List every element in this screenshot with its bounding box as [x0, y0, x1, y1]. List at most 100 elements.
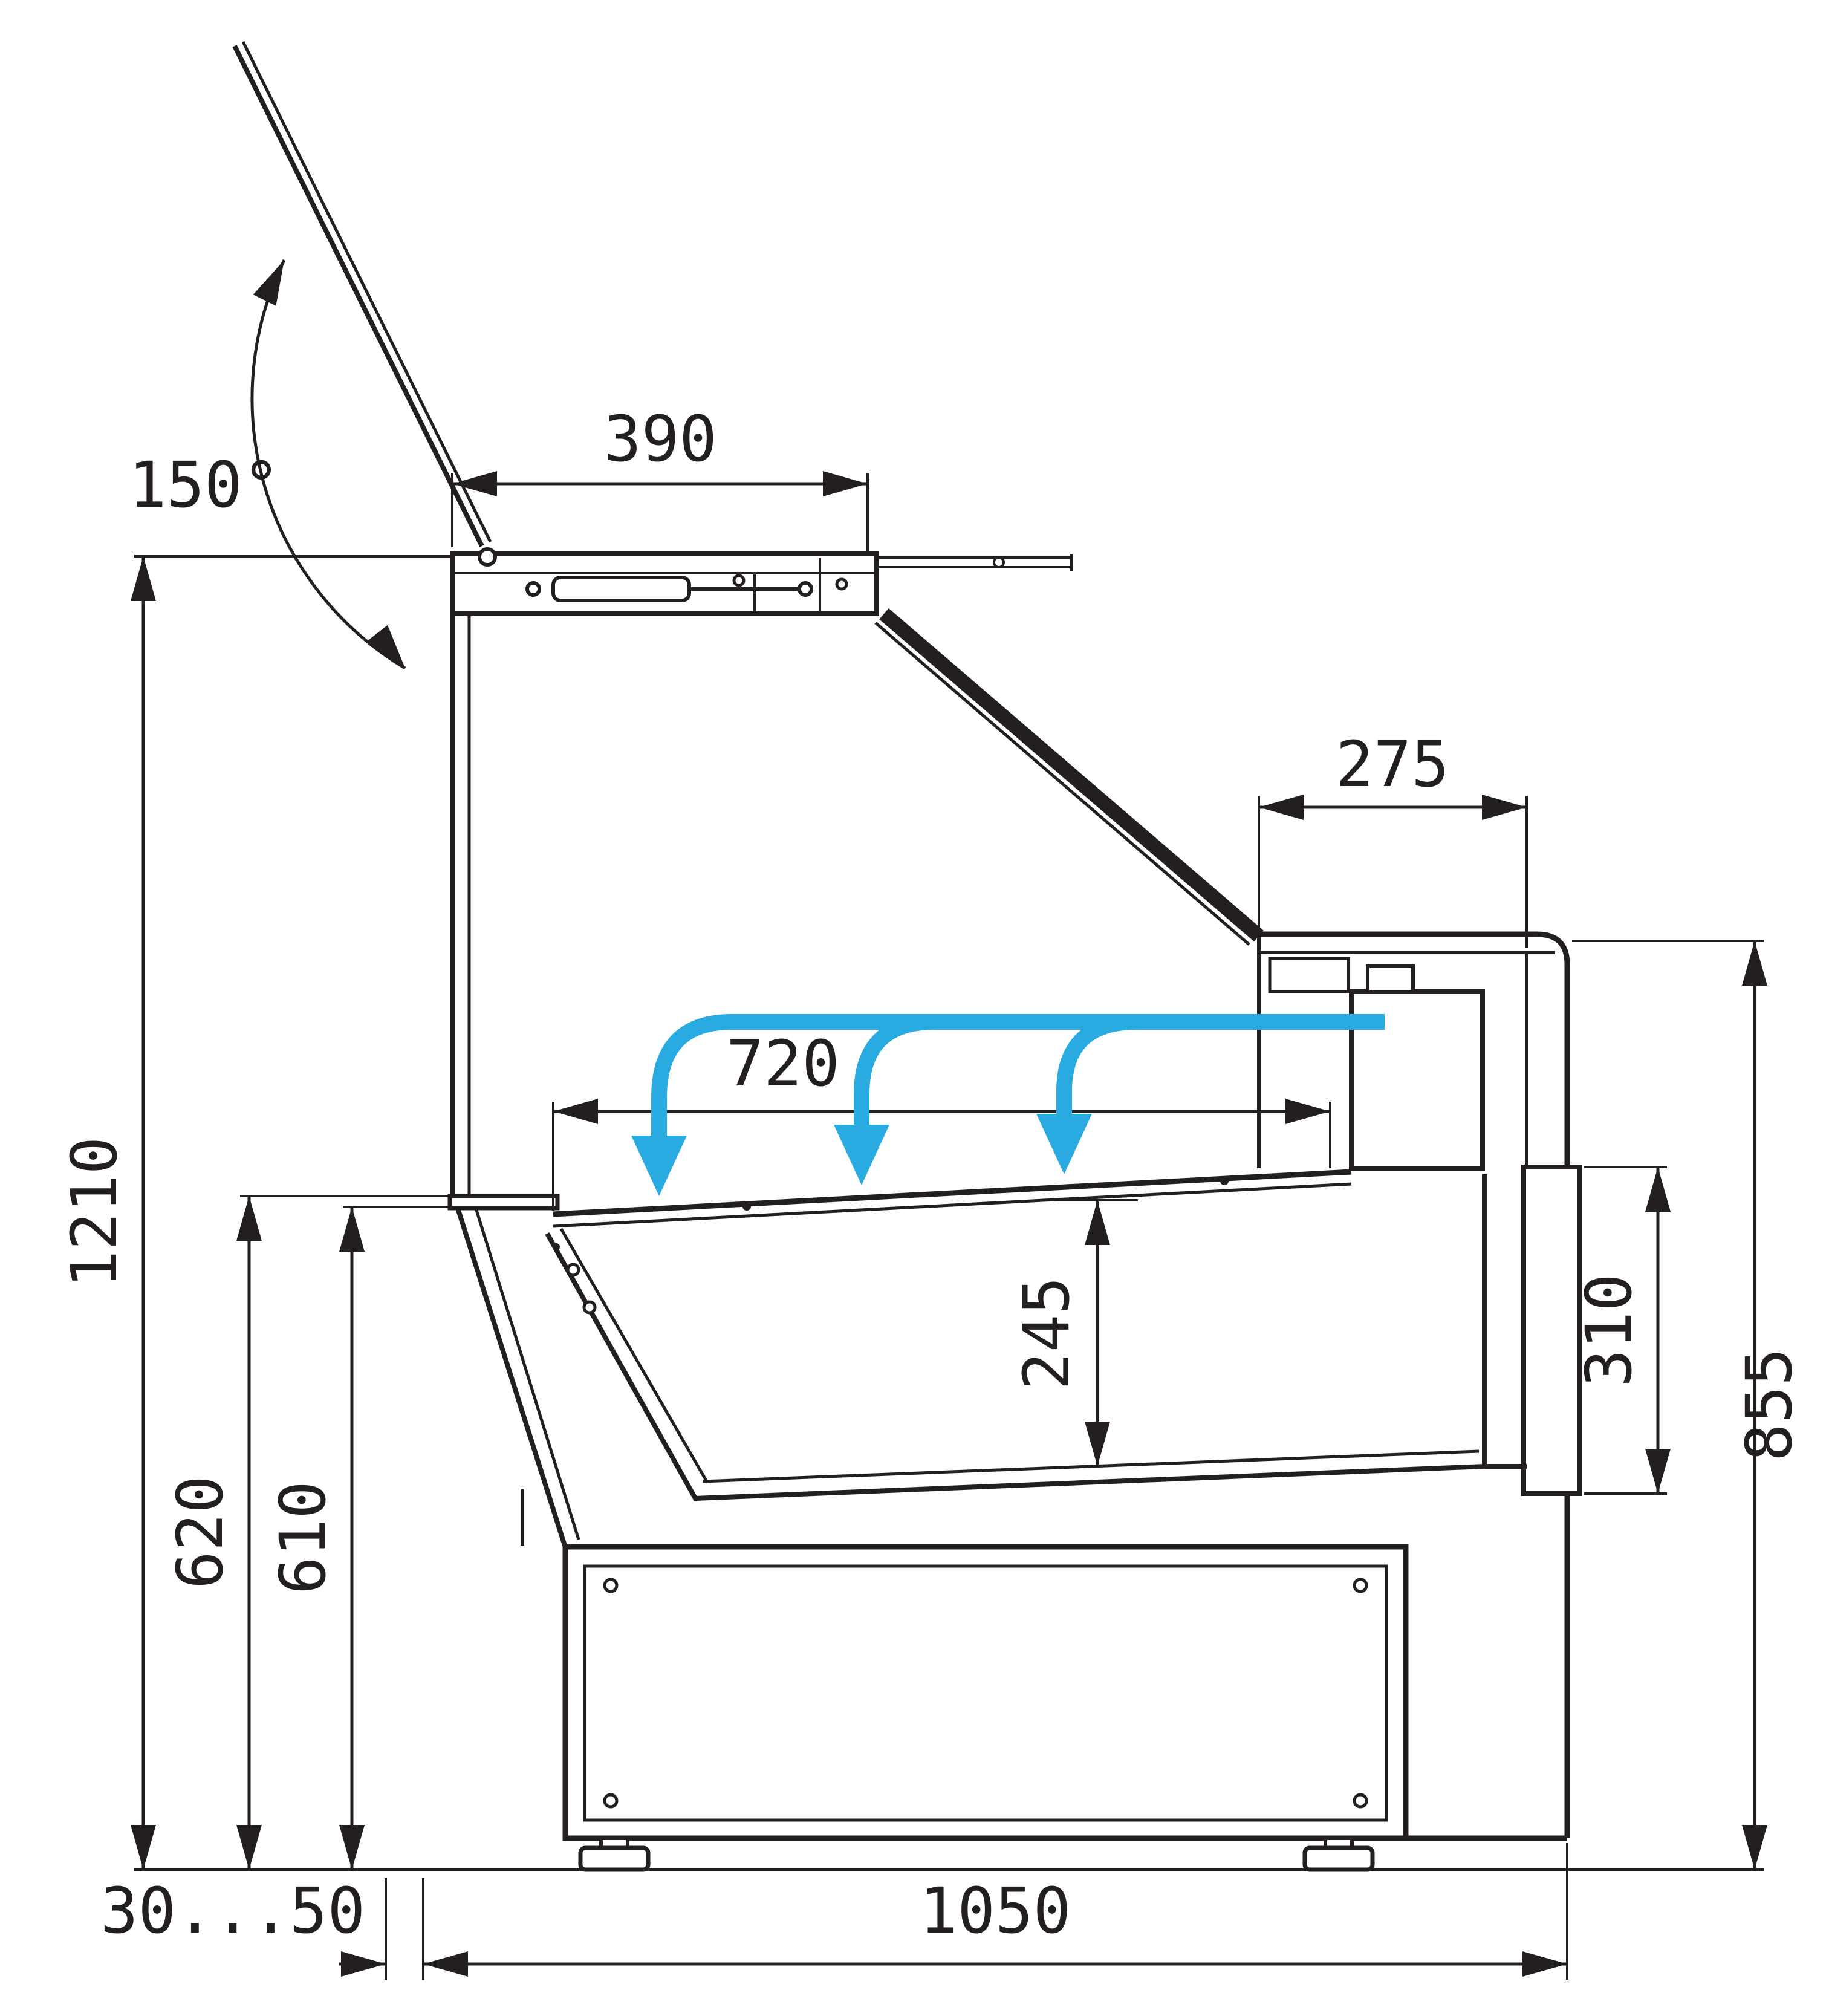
dim-610: 610: [266, 1207, 365, 1870]
well-screw-1: [566, 1263, 580, 1277]
arrowhead: [131, 556, 156, 601]
angle-arc: [250, 259, 406, 670]
base-screw-2: [1353, 1578, 1368, 1593]
spring-mount-right: [798, 581, 813, 597]
airflow-arrows: [631, 1014, 1385, 1196]
dim-720-label: 720: [726, 1027, 840, 1101]
dim-angle-label: 150°: [129, 448, 280, 522]
arrowhead: [131, 1825, 156, 1870]
arrowhead: [1645, 1449, 1671, 1494]
dim-310-label: 310: [1572, 1273, 1646, 1387]
dim-855: 855: [1732, 941, 1806, 1870]
dim-610-label: 610: [266, 1481, 340, 1595]
airflow-arrowhead-2: [834, 1125, 889, 1185]
airflow-path-1: [651, 1014, 1385, 1149]
deck-screw-2: [1220, 1177, 1229, 1185]
dim-1210: 1210: [57, 556, 156, 1870]
unit-top-fitting: [1366, 964, 1415, 993]
rear-counter-walls: [1257, 936, 1528, 1168]
dim-855-label: 855: [1732, 1348, 1806, 1462]
base-plinth: [562, 1544, 1409, 1841]
dim-620-label: 620: [163, 1475, 237, 1589]
dim-245: 245: [1010, 1200, 1110, 1466]
arrowhead: [1645, 1167, 1671, 1212]
open-lid: [232, 41, 492, 547]
gas-spring-body: [551, 576, 691, 602]
base-screw-3: [603, 1793, 619, 1809]
dim-620: 620: [163, 1196, 262, 1870]
dim-720: 720: [553, 1027, 1330, 1124]
spring-mount-left: [525, 581, 541, 597]
base-screw-4: [1353, 1793, 1368, 1809]
arrowhead: [1522, 1951, 1567, 1977]
arrowhead: [236, 1825, 262, 1870]
well-screw-3: [553, 1243, 560, 1250]
arrowhead: [1285, 1099, 1330, 1124]
arrowhead: [236, 1196, 262, 1241]
rear-service-panel: [1521, 1165, 1582, 1496]
rear-glass-slant: [874, 608, 1264, 946]
deck-screw-1: [742, 1202, 751, 1211]
arrowhead: [553, 1099, 598, 1124]
condensing-unit: [1349, 964, 1485, 1171]
lid-pivot: [478, 547, 497, 567]
arrowhead: [339, 1207, 365, 1252]
arrowhead: [339, 1825, 365, 1870]
lid-glass-inner-line: [241, 41, 492, 543]
display-deck: [553, 1169, 1352, 1228]
airflow-arrowhead-3: [1036, 1114, 1092, 1174]
frame-screw-1: [732, 574, 746, 587]
dim-310: 310: [1572, 1167, 1671, 1494]
dim-1050-label: 1050: [920, 1874, 1071, 1948]
base-inner: [583, 1564, 1388, 1822]
dim-30-50-label: 30...50: [100, 1874, 365, 1948]
frame-detail-lines: [452, 558, 877, 614]
arrowhead: [1482, 795, 1527, 820]
well-body: [455, 1174, 1527, 1547]
rear-glass-thick-line: [879, 608, 1264, 942]
base-outer: [562, 1544, 1409, 1841]
dim-1050: 1050: [423, 1874, 1567, 1977]
arrowhead: [253, 254, 296, 306]
under-counter-detail: [1268, 957, 1350, 993]
front-glass: [447, 614, 560, 1211]
dim-275-label: 275: [1336, 727, 1449, 801]
dim-245-label: 245: [1010, 1276, 1083, 1390]
airflow-path-2: [854, 1014, 979, 1138]
top-glass-fitting: [993, 556, 1005, 568]
dim-390: 390: [452, 402, 868, 496]
foot-pad: [578, 1845, 651, 1872]
extension-lines: [134, 473, 1764, 1980]
arrowhead: [1085, 1422, 1110, 1466]
rear-glass-thin-line: [874, 622, 1250, 946]
arrowhead: [1085, 1200, 1110, 1245]
foot-pad: [1302, 1845, 1375, 1872]
rear-counter-outline: [1259, 931, 1570, 1841]
arrowhead: [823, 471, 868, 496]
arrowhead: [423, 1951, 468, 1977]
hinge-mechanism: [450, 547, 1073, 616]
foot-right: [1302, 1836, 1375, 1872]
arrowhead: [1259, 795, 1304, 820]
arrowhead: [1742, 1825, 1767, 1870]
well-inner-lines: [474, 1208, 1480, 1540]
frame-screw-2: [835, 577, 848, 591]
arrowhead: [452, 471, 497, 496]
deck-under-line: [553, 1182, 1352, 1228]
lid-glass-outer-line: [232, 45, 484, 547]
rear-counter: [1257, 931, 1570, 1841]
foot-left: [578, 1836, 651, 1872]
airflow-path-3: [1056, 1014, 1182, 1127]
well-screw-2: [582, 1300, 597, 1315]
case-structure: [232, 41, 1582, 1872]
arrowhead: [341, 1951, 386, 1977]
airflow-arrowhead-1: [631, 1136, 687, 1196]
dim-275: 275: [1259, 727, 1527, 820]
dim-angle-150: 150°: [129, 254, 415, 676]
dim-1210-label: 1210: [57, 1137, 131, 1288]
well-outline: [455, 1174, 1527, 1547]
dimensions: 390 150° 275 720 1210: [57, 254, 1806, 1980]
deck-top-line: [553, 1169, 1352, 1217]
